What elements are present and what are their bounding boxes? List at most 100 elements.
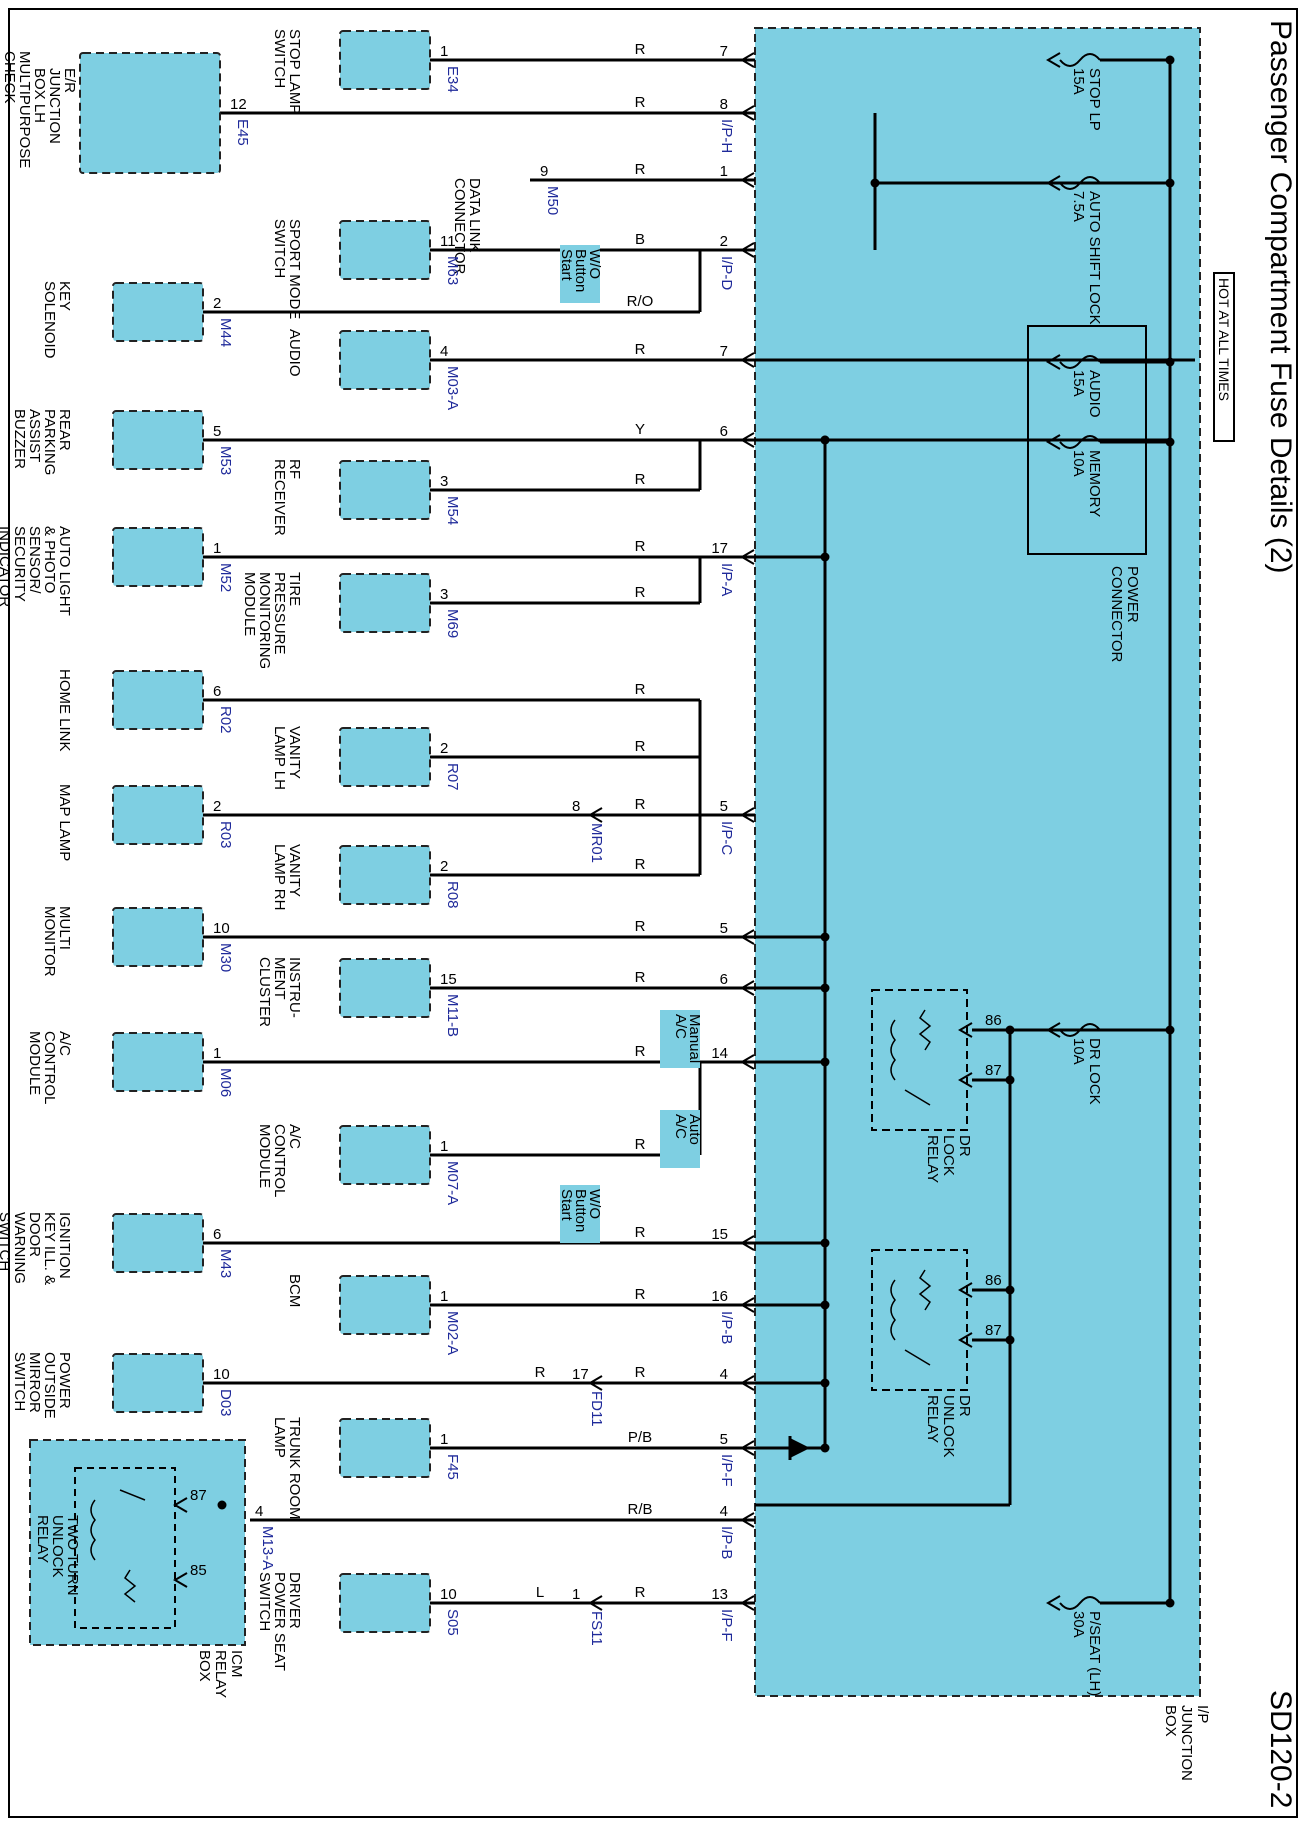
jb-pin-2: 8 [720, 96, 728, 113]
svg-text:PARKING: PARKING [41, 409, 58, 475]
relay-1-resistor [918, 1269, 932, 1311]
wire-color-5: R/O [627, 293, 654, 310]
two-turn-pin-85-chevron [173, 1572, 188, 1588]
svg-text:SPORT MODE: SPORT MODE [286, 219, 303, 319]
wire-color-10: R [635, 584, 646, 601]
relay-1-switch [904, 1349, 931, 1366]
wire-color-9: R [635, 538, 646, 555]
comp-conn-17: M06 [217, 1068, 234, 1097]
wire-color-11: R [635, 681, 646, 698]
comp-conn-11: R02 [217, 706, 234, 734]
jb-pin-9: 17 [711, 540, 728, 557]
junction-dot [870, 178, 880, 188]
svg-text:STOP LP: STOP LP [1086, 68, 1103, 131]
relay-0-coil [890, 1019, 896, 1081]
two-turn-relay-inner [74, 1467, 176, 1629]
jb-pin-24: 13 [711, 1586, 728, 1603]
svg-text:R03: R03 [217, 821, 234, 849]
comp-conn-4: M63 [444, 256, 461, 285]
jb-pin-17: 14 [711, 1045, 728, 1062]
jb-chevron-22 [740, 1440, 755, 1456]
comp-conn-21: D03 [217, 1389, 234, 1417]
comp-pin-13: 2 [213, 798, 221, 815]
svg-text:DR: DR [956, 1395, 973, 1417]
svg-text:BOX: BOX [1162, 1705, 1179, 1737]
inline-pin-21: 17 [572, 1366, 589, 1383]
svg-text:IGNITION: IGNITION [56, 1212, 73, 1279]
svg-text:AUDIO: AUDIO [286, 329, 303, 377]
wire-color-19: R [635, 1224, 646, 1241]
svg-text:M06: M06 [217, 1068, 234, 1097]
inline-conn-21: FD11 [588, 1391, 605, 1427]
svg-text:M07-A: M07-A [444, 1161, 461, 1205]
wire-color-4: B [635, 231, 645, 248]
comp-conn-6: M03-A [444, 366, 461, 410]
svg-text:M69: M69 [444, 609, 461, 638]
wire-color-16: R [635, 969, 646, 986]
svg-text:KEY: KEY [56, 281, 73, 311]
svg-text:JUNCTION: JUNCTION [46, 68, 63, 144]
ip-junction-box [754, 27, 1201, 1697]
svg-text:MENT: MENT [271, 957, 288, 1000]
wire-color-17: R [635, 1043, 646, 1060]
relay-0-pin-b-chevron [958, 1072, 973, 1088]
two-turn-coil [90, 1499, 96, 1561]
comp-pin-3: 9 [540, 163, 548, 180]
comp-conn-13: R03 [217, 821, 234, 849]
svg-text:SWITCH: SWITCH [11, 1352, 28, 1411]
wire-color-18: R [635, 1136, 646, 1153]
svg-text:M43: M43 [217, 1249, 234, 1278]
wire-color-23: R/B [627, 1501, 652, 1518]
junction-dot [1005, 1285, 1015, 1295]
svg-text:SENSOR/: SENSOR/ [26, 526, 43, 594]
comp-conn-12: R07 [444, 763, 461, 791]
component-vanity-lamp-lh [339, 727, 431, 787]
fuse-2-chevron [1046, 354, 1061, 370]
svg-text:LOCK: LOCK [940, 1135, 957, 1176]
svg-text:7.5A: 7.5A [1070, 191, 1087, 222]
fuse-0-element [1059, 53, 1101, 67]
svg-text:M44: M44 [217, 318, 234, 347]
svg-text:CONNECTOR: CONNECTOR [0, 51, 3, 148]
comp-pin-21: 10 [213, 1366, 230, 1383]
wire-color-2: R [635, 94, 646, 111]
wire-color-3: R [635, 161, 646, 178]
comp-pin-9: 1 [213, 540, 221, 557]
jb-chevron-24 [740, 1595, 755, 1611]
svg-text:I/P-H: I/P-H [718, 119, 735, 153]
svg-text:RF: RF [286, 459, 303, 479]
component-a-c-control-module [339, 1125, 431, 1185]
svg-text:W/O: W/O [586, 249, 603, 279]
relay-0-switch [904, 1089, 931, 1106]
svg-text:DOOR: DOOR [26, 1212, 43, 1257]
inline-conn-13: MR01 [588, 823, 605, 863]
comp-conn-10: M69 [444, 609, 461, 638]
comp-pin-14: 2 [440, 858, 448, 875]
junction-dot [1165, 55, 1175, 65]
jb-conn-4: I/P-D [718, 256, 735, 290]
wire-color-1: R [635, 41, 646, 58]
comp-conn-7: M53 [217, 446, 234, 475]
comp-conn-24: S05 [444, 1609, 461, 1636]
svg-text:RELAY: RELAY [212, 1650, 229, 1698]
svg-text:A/C: A/C [56, 1031, 73, 1056]
component-home-link [112, 670, 204, 730]
svg-text:PRESSURE: PRESSURE [271, 572, 288, 655]
svg-text:M30: M30 [217, 943, 234, 972]
comp-pin-15: 10 [213, 920, 230, 937]
svg-text:SWITCH: SWITCH [256, 1572, 273, 1631]
svg-text:I/P-B: I/P-B [718, 1526, 735, 1559]
svg-text:P/SEAT (LH): P/SEAT (LH) [1086, 1611, 1103, 1696]
comp-conn-3: M50 [544, 186, 561, 215]
jb-pin-3: 1 [720, 163, 728, 180]
svg-text:R07: R07 [444, 763, 461, 791]
svg-text:Auto: Auto [686, 1114, 703, 1145]
